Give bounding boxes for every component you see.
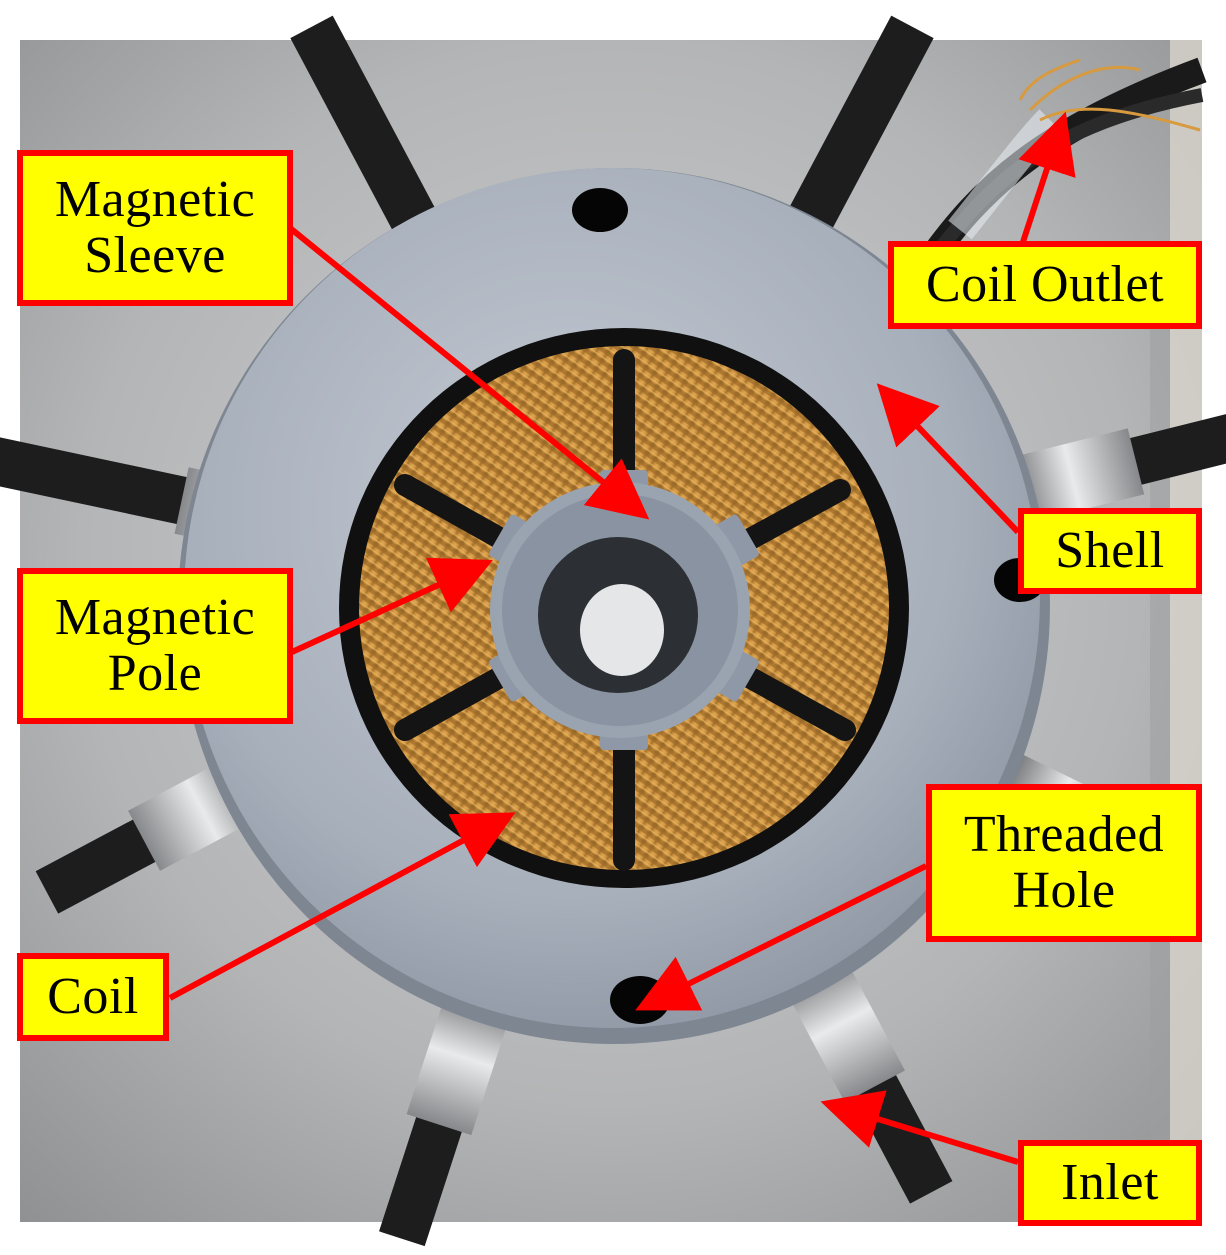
bolt-hole-top (572, 188, 628, 232)
label-threaded-hole-line2: Hole (1012, 862, 1116, 919)
label-coil-outlet-line1: Coil Outlet (925, 256, 1165, 313)
arrow-magnetic-pole (290, 557, 493, 655)
label-coil: Coil (17, 953, 169, 1041)
label-threaded-hole: Threaded Hole (926, 784, 1202, 942)
label-magnetic-pole-line2: Pole (107, 645, 203, 702)
arrow-inlet (820, 1090, 1019, 1165)
arrow-coil-outlet (1018, 111, 1076, 246)
arrow-coil (168, 812, 516, 1001)
label-inlet: Inlet (1018, 1140, 1202, 1226)
label-magnetic-pole: Magnetic Pole (17, 568, 293, 724)
label-shell: Shell (1018, 508, 1202, 594)
label-coil-outlet: Coil Outlet (888, 241, 1202, 329)
label-shell-line1: Shell (1055, 522, 1165, 579)
arrow-threaded-hole (635, 863, 928, 1011)
label-magnetic-sleeve-line1: Magnetic (54, 171, 256, 228)
label-magnetic-sleeve: Magnetic Sleeve (17, 150, 293, 306)
label-magnetic-sleeve-line2: Sleeve (84, 227, 226, 284)
arrow-shell (876, 383, 1021, 535)
label-inlet-line1: Inlet (1061, 1154, 1159, 1211)
stator-assembly (339, 328, 909, 888)
label-magnetic-pole-line1: Magnetic (54, 589, 256, 646)
label-coil-line1: Coil (47, 968, 139, 1025)
label-threaded-hole-line1: Threaded (963, 806, 1165, 863)
arrow-group (168, 111, 1076, 1165)
arrow-magnetic-sleeve (288, 225, 650, 520)
